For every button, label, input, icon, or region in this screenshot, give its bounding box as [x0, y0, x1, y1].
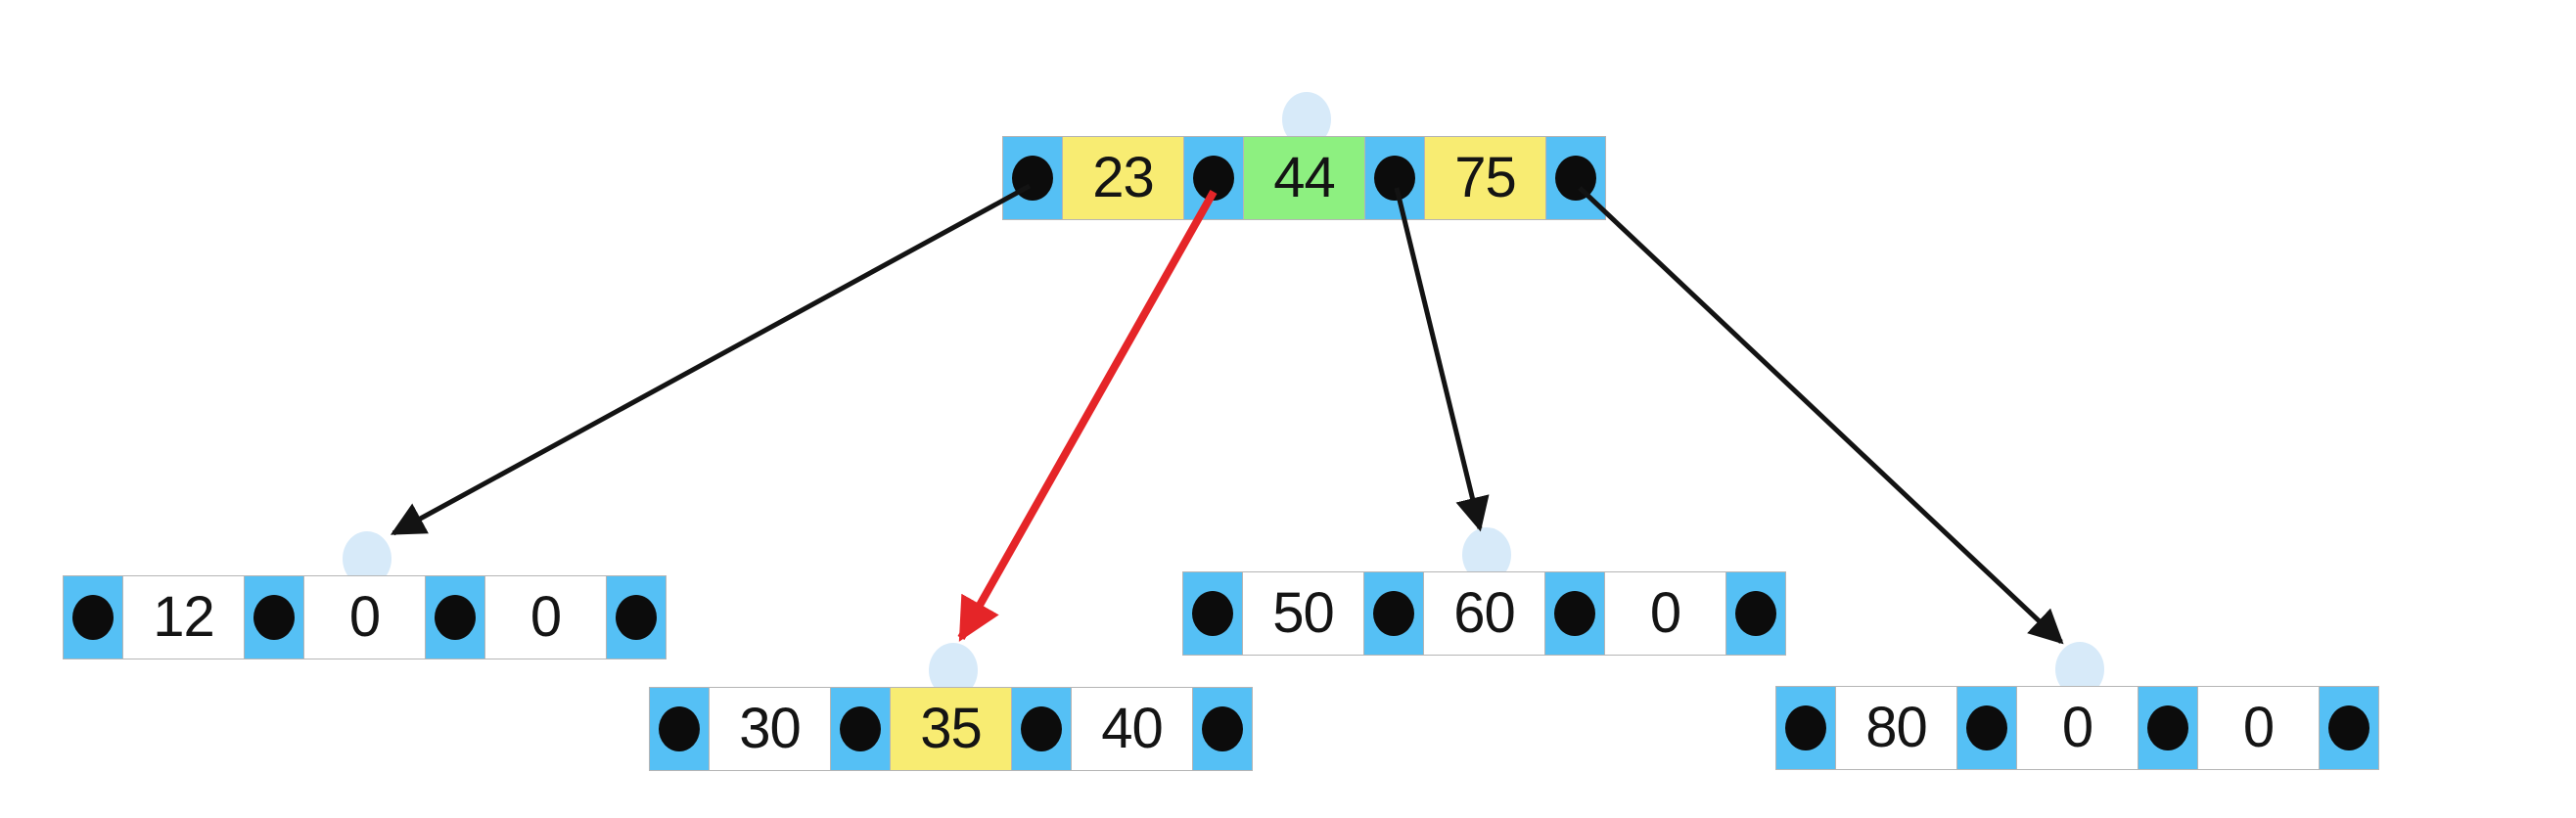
- pointer-dot-icon: [1374, 156, 1415, 201]
- btree-node-root: 23 44 75: [1002, 136, 1606, 220]
- btree-node-child-2: 30 35 40: [649, 687, 1253, 771]
- pointer-cell: [1364, 136, 1425, 220]
- pointer-dot-icon: [1735, 591, 1776, 636]
- key-cell: 0: [2016, 686, 2139, 770]
- pointer-dot-icon: [840, 706, 881, 751]
- key-cell: 0: [1604, 571, 1726, 656]
- pointer-cell: [1363, 571, 1424, 656]
- key-cell: 50: [1242, 571, 1364, 656]
- pointer-cell: [1011, 687, 1072, 771]
- key-cell: 0: [2197, 686, 2320, 770]
- key-cell: 60: [1423, 571, 1545, 656]
- btree-node-child-4: 80 0 0: [1775, 686, 2379, 770]
- pointer-cell: [1725, 571, 1786, 656]
- key-cell: 75: [1424, 136, 1546, 220]
- pointer-dot-icon: [435, 595, 476, 640]
- pointer-cell: [1544, 571, 1605, 656]
- pointer-cell: [244, 575, 304, 659]
- pointer-cell: [63, 575, 123, 659]
- pointer-cell: [1192, 687, 1253, 771]
- pointer-cell: [1002, 136, 1063, 220]
- key-cell: 30: [709, 687, 831, 771]
- pointer-dot-icon: [1021, 706, 1062, 751]
- pointer-dot-icon: [1554, 591, 1595, 636]
- key-cell: 80: [1835, 686, 1957, 770]
- arrow-root-ptr2-to-child-2: [957, 190, 1218, 642]
- pointer-dot-icon: [72, 595, 114, 640]
- pointer-dot-icon: [1012, 156, 1053, 201]
- pointer-dot-icon: [253, 595, 295, 640]
- pointer-cell: [1183, 136, 1244, 220]
- pointer-dot-icon: [1373, 591, 1414, 636]
- pointer-cell: [1545, 136, 1606, 220]
- pointer-dot-icon: [1555, 156, 1596, 201]
- pointer-dot-icon: [2328, 705, 2369, 750]
- pointer-dot-icon: [1202, 706, 1243, 751]
- pointer-cell: [1182, 571, 1243, 656]
- pointer-dot-icon: [1966, 705, 2007, 750]
- arrow-root-ptr3-to-child-3: [1394, 187, 1490, 532]
- pointer-dot-icon: [616, 595, 657, 640]
- key-cell: 44: [1243, 136, 1365, 220]
- pointer-cell: [425, 575, 485, 659]
- key-cell: 12: [122, 575, 245, 659]
- pointer-cell: [830, 687, 891, 771]
- pointer-cell: [1956, 686, 2017, 770]
- pointer-cell: [2138, 686, 2198, 770]
- arrow-root-ptr1-to-child-1: [390, 183, 1032, 536]
- pointer-dot-icon: [659, 706, 700, 751]
- key-cell: 35: [890, 687, 1012, 771]
- btree-node-child-1: 12 0 0: [63, 575, 667, 659]
- pointer-cell: [1775, 686, 1836, 770]
- key-cell: 23: [1062, 136, 1184, 220]
- pointer-dot-icon: [1785, 705, 1826, 750]
- pointer-cell: [2319, 686, 2379, 770]
- pointer-cell: [606, 575, 667, 659]
- key-cell: 0: [303, 575, 426, 659]
- btree-node-child-3: 50 60 0: [1182, 571, 1786, 656]
- pointer-dot-icon: [1193, 156, 1234, 201]
- pointer-dot-icon: [1192, 591, 1233, 636]
- key-cell: 0: [484, 575, 607, 659]
- pointer-cell: [649, 687, 710, 771]
- pointer-dot-icon: [2147, 705, 2188, 750]
- key-cell: 40: [1071, 687, 1193, 771]
